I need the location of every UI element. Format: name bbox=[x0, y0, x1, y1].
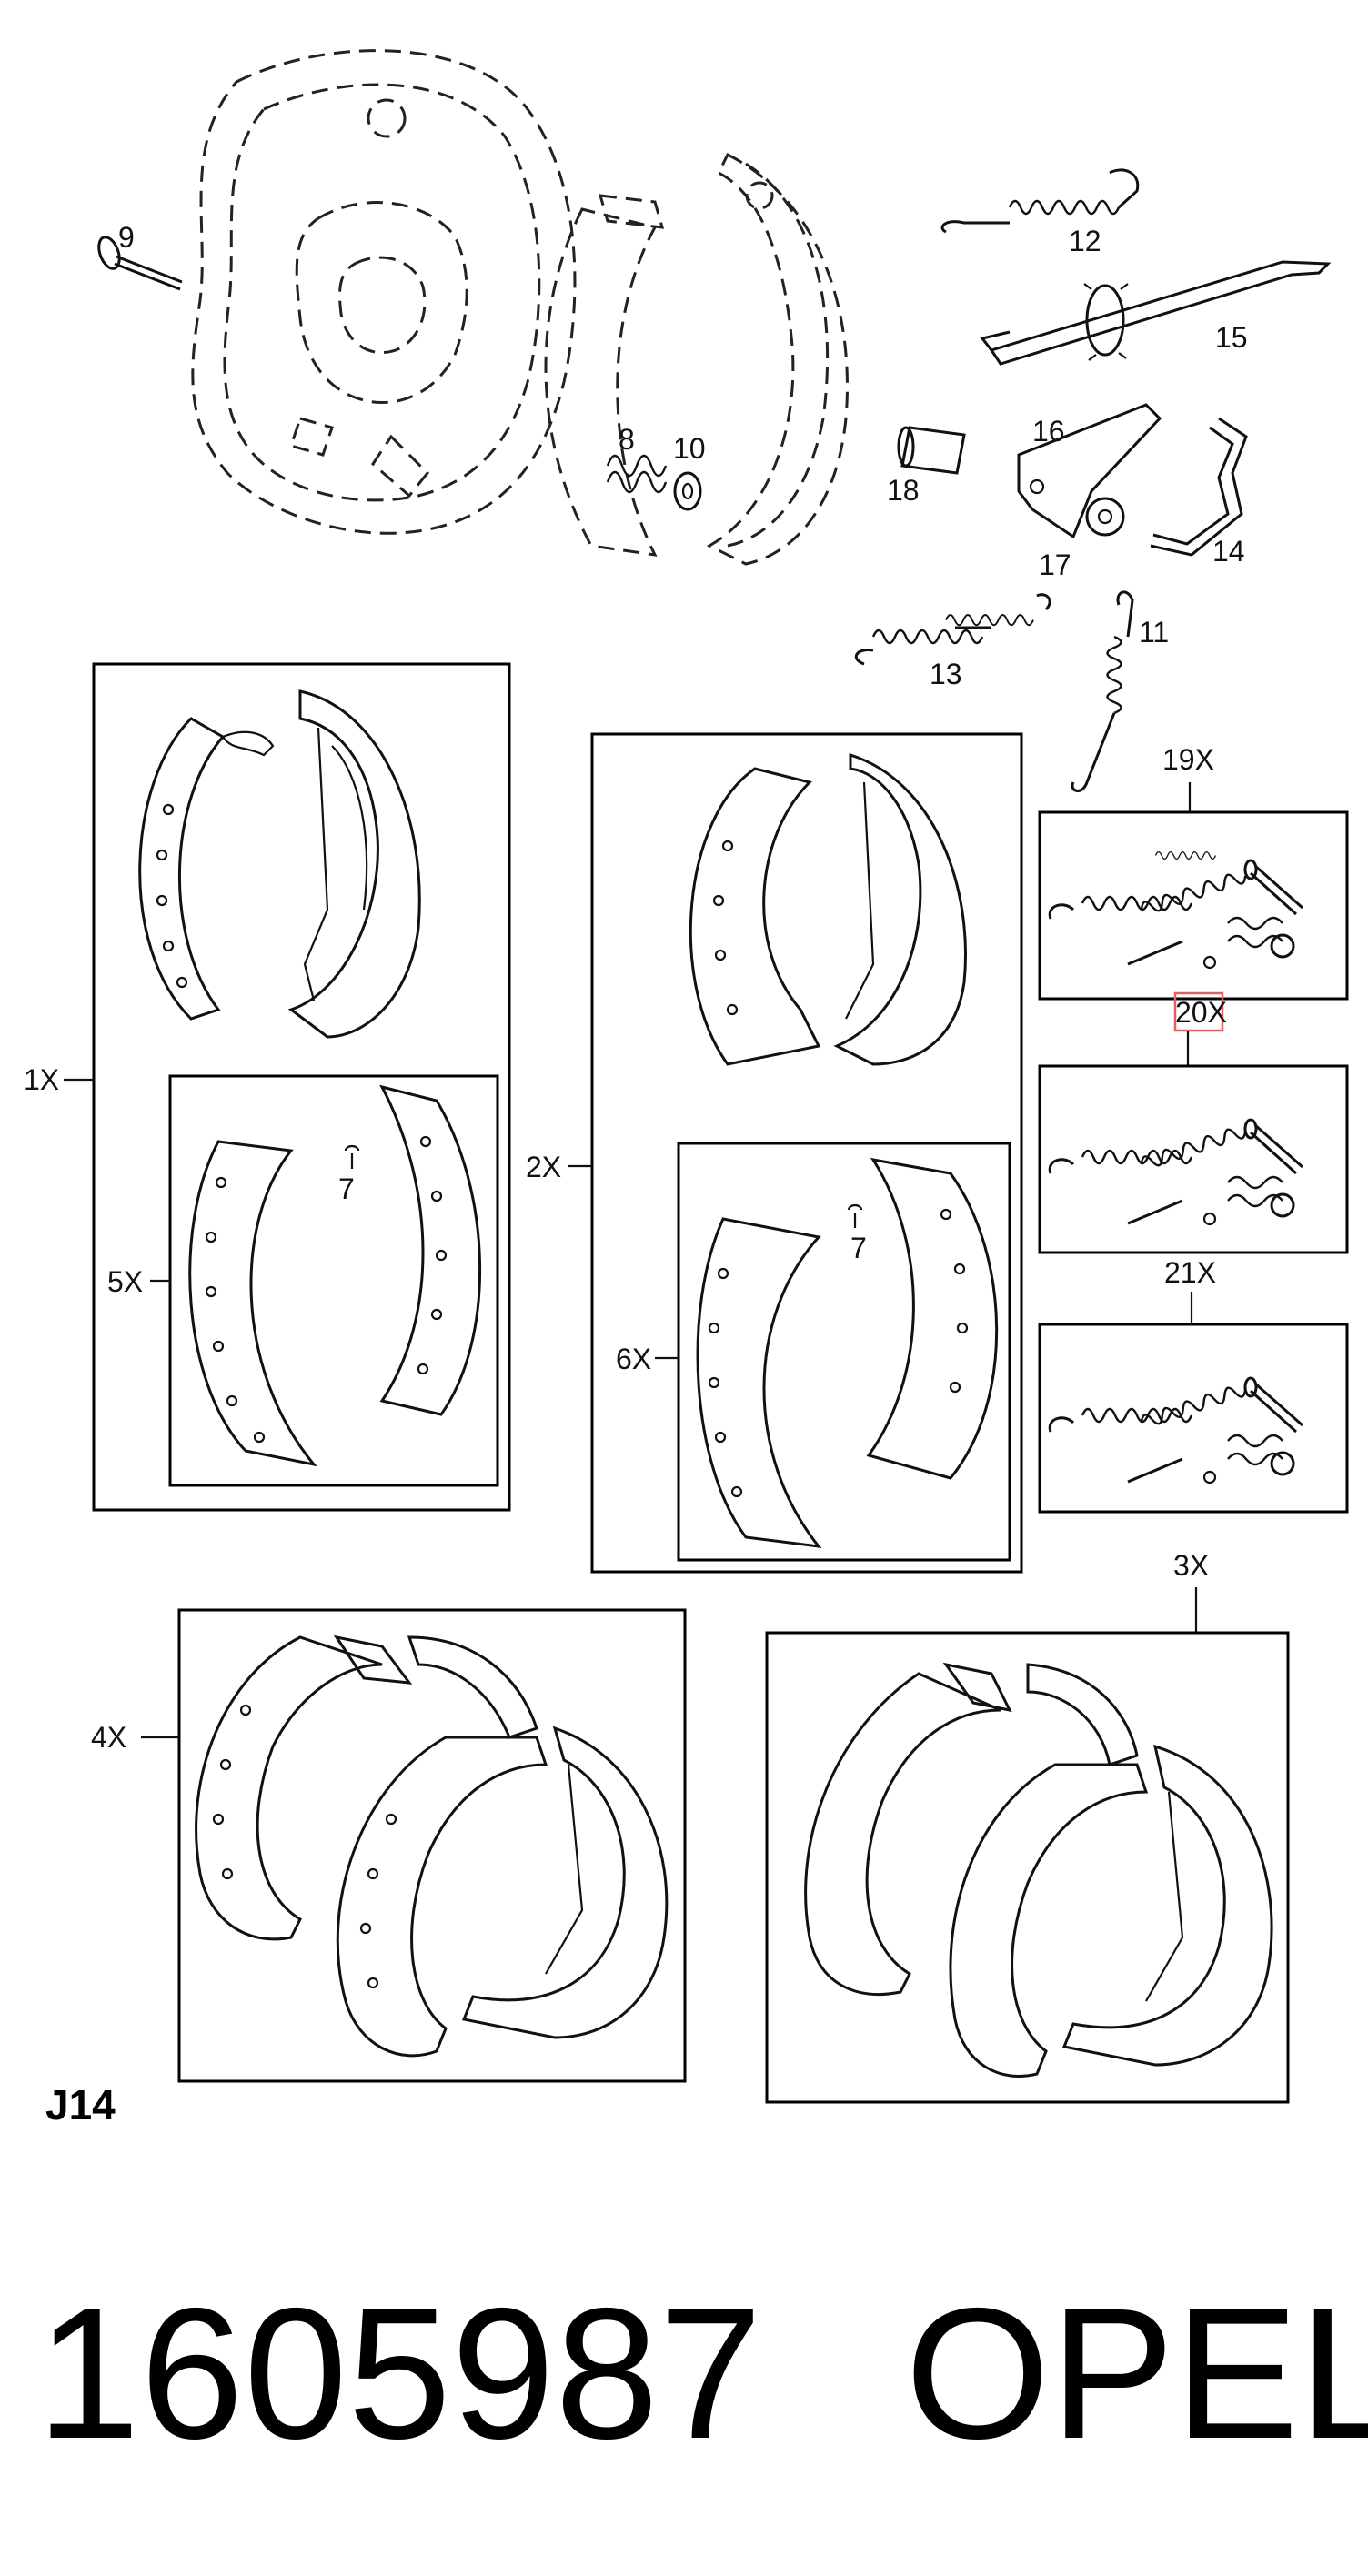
callout-7a: 7 bbox=[338, 1172, 355, 1205]
callout-5x: 5X bbox=[107, 1265, 143, 1298]
rivet-part-7b bbox=[847, 1203, 863, 1228]
spring-part-11 bbox=[1071, 590, 1134, 792]
rivet-part-7a bbox=[344, 1144, 360, 1169]
spring-part-13 bbox=[854, 593, 1051, 666]
washer-part-10 bbox=[673, 471, 702, 511]
kit-3x-frame bbox=[765, 1631, 1290, 2104]
callout-9: 9 bbox=[118, 221, 135, 254]
part-number: 1605987 bbox=[36, 2269, 762, 2478]
lever-part-16 bbox=[1017, 403, 1162, 539]
callout-4x: 4X bbox=[91, 1721, 126, 1754]
kit-20x-frame bbox=[1038, 1064, 1349, 1254]
callout-21x: 21X bbox=[1164, 1256, 1216, 1289]
callout-14: 14 bbox=[1212, 535, 1245, 568]
sleeve-part-18 bbox=[897, 426, 966, 475]
kit-6x-frame bbox=[677, 1142, 1011, 1562]
callout-20x: 20X bbox=[1175, 996, 1227, 1029]
callout-17: 17 bbox=[1039, 548, 1071, 581]
brake-lining-pair-5x bbox=[188, 1084, 481, 1467]
sheet-reference: J14 bbox=[45, 2081, 116, 2128]
brake-shoe-pair-kit-2 bbox=[689, 752, 967, 1066]
callout-11: 11 bbox=[1139, 616, 1169, 649]
callout-8: 8 bbox=[619, 423, 635, 456]
brake-lining-pair-6x bbox=[696, 1157, 999, 1548]
clip-part-17 bbox=[1085, 497, 1125, 537]
return-spring-part-12 bbox=[940, 168, 1140, 234]
spring-kit-19x-contents bbox=[1048, 850, 1303, 970]
kit-21x-frame bbox=[1038, 1323, 1349, 1514]
brake-shoe-pair-kit-1 bbox=[138, 689, 421, 1039]
kit-2x-frame bbox=[590, 732, 1023, 1574]
strut-part-14 bbox=[1150, 417, 1248, 557]
hold-down-spring-part-8 bbox=[606, 454, 668, 494]
callout-19x: 19X bbox=[1162, 743, 1214, 776]
highlight-box-20x bbox=[1173, 991, 1224, 1032]
kit-1x-frame bbox=[92, 662, 511, 1512]
callout-3x: 3X bbox=[1173, 1549, 1209, 1582]
callout-7b: 7 bbox=[850, 1232, 867, 1264]
adjuster-part-15 bbox=[980, 260, 1332, 366]
spring-kit-21x-contents bbox=[1048, 1376, 1303, 1484]
backing-plate-illustration bbox=[191, 49, 849, 566]
callout-16: 16 bbox=[1032, 415, 1065, 448]
callout-10: 10 bbox=[673, 432, 706, 465]
brand-name: OPEL bbox=[905, 2269, 1368, 2478]
callout-12: 12 bbox=[1069, 225, 1101, 257]
callout-6x: 6X bbox=[616, 1343, 651, 1375]
callout-13: 13 bbox=[930, 658, 962, 690]
brake-shoe-set-3x bbox=[804, 1662, 1273, 2078]
kit-19x-frame bbox=[1038, 810, 1349, 1001]
callout-15: 15 bbox=[1215, 321, 1248, 354]
callout-18: 18 bbox=[887, 474, 920, 507]
callout-2x: 2X bbox=[526, 1151, 561, 1183]
callout-1x: 1X bbox=[24, 1063, 59, 1096]
kit-5x-frame bbox=[168, 1074, 499, 1487]
brake-shoe-set-4x bbox=[195, 1635, 669, 2058]
pin-part-9 bbox=[97, 236, 183, 291]
spring-kit-20x-contents bbox=[1048, 1118, 1303, 1226]
kit-4x-frame bbox=[177, 1608, 687, 2083]
